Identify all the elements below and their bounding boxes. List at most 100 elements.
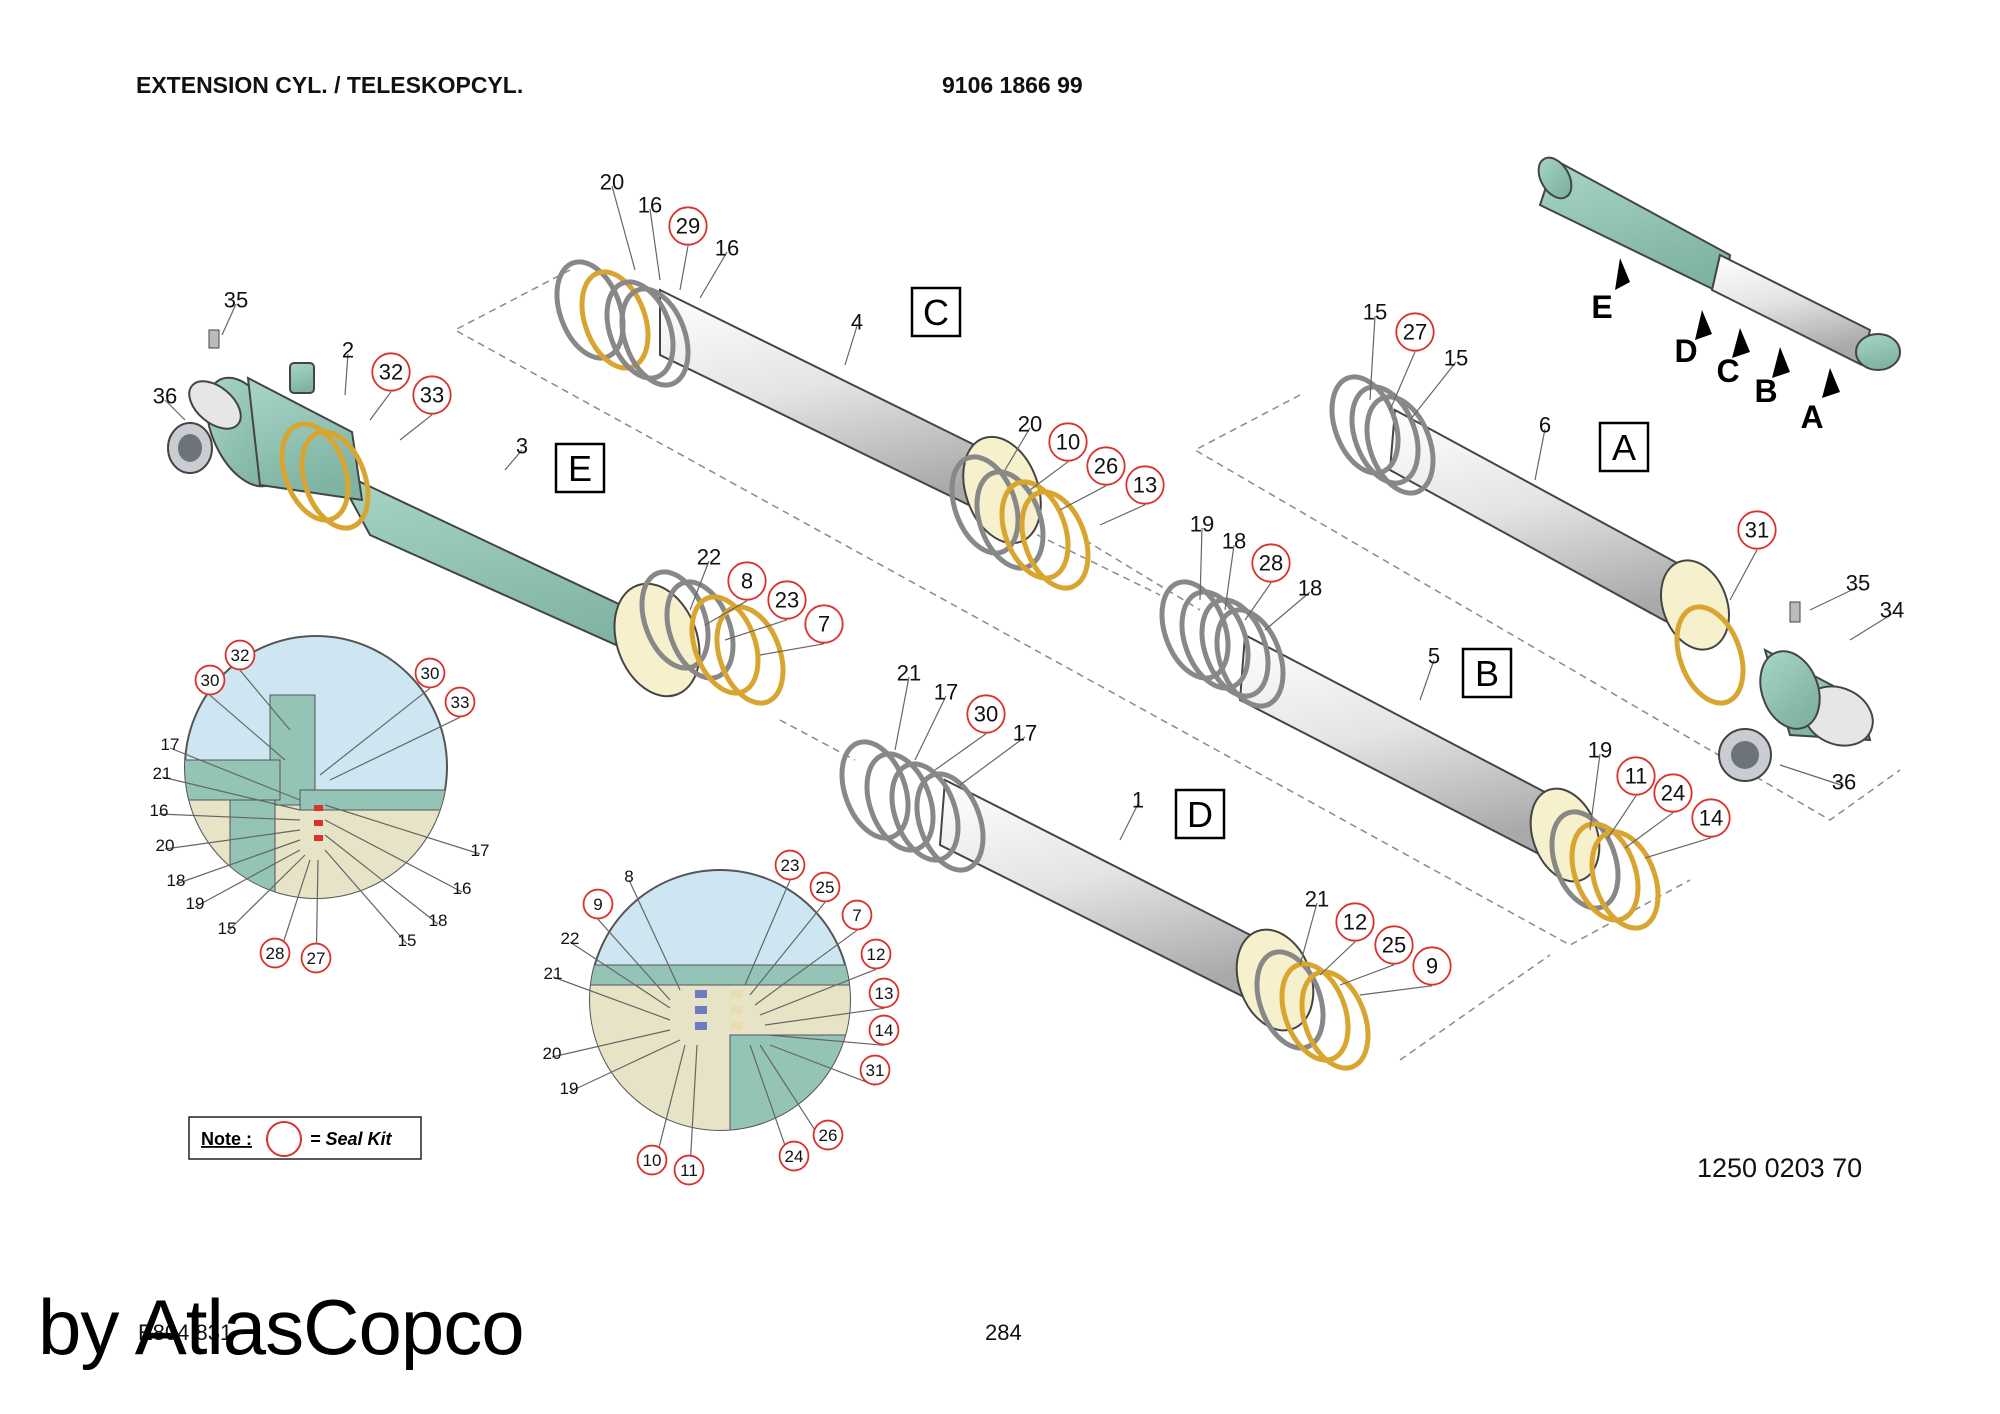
callout-number: 18 bbox=[167, 871, 186, 890]
callout-16: 16 bbox=[324, 819, 472, 898]
callout-28: 28 bbox=[1244, 543, 1291, 621]
callout-number: 23 bbox=[775, 588, 799, 613]
callout-35: 35 bbox=[1809, 571, 1870, 611]
callout-number: 11 bbox=[680, 1161, 698, 1180]
callout-36: 36 bbox=[1779, 764, 1856, 795]
callout-29: 29 bbox=[668, 206, 708, 291]
callout-number: 19 bbox=[1588, 738, 1612, 763]
ring bbox=[839, 739, 911, 841]
callout-number: 21 bbox=[544, 964, 563, 983]
callout-20: 20 bbox=[600, 170, 636, 271]
ring bbox=[999, 479, 1071, 581]
callout-22: 22 bbox=[689, 545, 721, 611]
callout-number: 18 bbox=[429, 911, 448, 930]
ring bbox=[889, 761, 961, 863]
ring bbox=[554, 259, 626, 361]
bushing-36-right bbox=[1718, 728, 1772, 782]
ring bbox=[1589, 829, 1661, 931]
callout-number: 24 bbox=[1661, 781, 1685, 806]
brand-watermark: by AtlasCopco bbox=[38, 1283, 525, 1371]
callout-20: 20 bbox=[543, 1029, 671, 1063]
callout-2: 2 bbox=[342, 338, 354, 396]
callout-6: 6 bbox=[1534, 413, 1551, 481]
tube-5 bbox=[1238, 633, 1601, 883]
overview-cylinder bbox=[1537, 156, 1901, 371]
callout-number: 27 bbox=[1403, 320, 1427, 345]
callout-number: 30 bbox=[974, 702, 998, 727]
ring bbox=[619, 286, 691, 388]
ring bbox=[1299, 969, 1371, 1071]
callout-number: 6 bbox=[1539, 413, 1551, 438]
ring bbox=[974, 469, 1046, 571]
ring bbox=[949, 454, 1021, 556]
stage-box bbox=[910, 286, 962, 338]
ring bbox=[639, 569, 711, 671]
callout-23: 23 bbox=[724, 580, 807, 641]
callout-number: 13 bbox=[875, 984, 894, 1003]
stage-label: D bbox=[1187, 794, 1213, 835]
callout-number: 21 bbox=[897, 661, 921, 686]
callout-18: 18 bbox=[324, 834, 448, 930]
ring bbox=[279, 421, 351, 523]
callout-number: 31 bbox=[866, 1061, 885, 1080]
callout-5: 5 bbox=[1419, 644, 1440, 701]
callout-25: 25 bbox=[749, 871, 841, 996]
callout-number: 27 bbox=[307, 949, 326, 968]
callout-8: 8 bbox=[624, 867, 681, 991]
overview-stage-label: D bbox=[1674, 333, 1697, 369]
callout-number: 5 bbox=[1428, 644, 1440, 669]
callout-number: 15 bbox=[398, 931, 417, 950]
callout-number: 30 bbox=[201, 671, 220, 690]
callout-number: 35 bbox=[224, 288, 248, 313]
overview-stage-label: B bbox=[1754, 373, 1777, 409]
callout-number: 18 bbox=[1222, 529, 1246, 554]
ring bbox=[1364, 394, 1436, 496]
callout-13: 13 bbox=[764, 977, 900, 1026]
page-number: 284 bbox=[985, 1320, 1022, 1345]
callout-24: 24 bbox=[749, 1044, 810, 1172]
ring bbox=[1199, 597, 1271, 699]
callout-number: 16 bbox=[638, 193, 662, 218]
callout-number: 19 bbox=[186, 894, 205, 913]
callout-number: 20 bbox=[543, 1044, 562, 1063]
callout-11: 11 bbox=[673, 1044, 705, 1186]
callout-number: 8 bbox=[741, 569, 753, 594]
callout-number: 20 bbox=[1018, 412, 1042, 437]
stage-label: C bbox=[923, 292, 949, 333]
callout-number: 21 bbox=[1305, 887, 1329, 912]
callout-number: 11 bbox=[1625, 764, 1648, 789]
callout-number: 4 bbox=[851, 310, 863, 335]
overview-stage-label: C bbox=[1716, 353, 1739, 389]
ring bbox=[1254, 949, 1326, 1051]
callout-4: 4 bbox=[844, 310, 863, 366]
callout-21: 21 bbox=[544, 964, 671, 1021]
ring bbox=[1569, 821, 1641, 923]
overview-stage-label: E bbox=[1591, 289, 1612, 325]
callout-number: 22 bbox=[561, 929, 580, 948]
callout-15: 15 bbox=[1363, 300, 1387, 401]
ring bbox=[1279, 961, 1351, 1063]
callout-number: 12 bbox=[867, 945, 886, 964]
document-code: E804 831 bbox=[138, 1320, 233, 1345]
ring bbox=[579, 269, 651, 371]
callout-number: 26 bbox=[1094, 454, 1118, 479]
callout-number: 23 bbox=[781, 856, 800, 875]
drawing-number: 1250 0203 70 bbox=[1697, 1153, 1863, 1183]
callout-number: 19 bbox=[560, 1079, 579, 1098]
callout-31: 31 bbox=[769, 1044, 891, 1086]
callout-number: 16 bbox=[453, 879, 472, 898]
callout-14: 14 bbox=[1644, 798, 1731, 859]
callout-number: 15 bbox=[218, 919, 237, 938]
callout-17: 17 bbox=[324, 804, 490, 860]
callout-number: 17 bbox=[471, 841, 490, 860]
piston-rod-eye-34 bbox=[1759, 601, 1874, 747]
callout-10: 10 bbox=[1029, 422, 1088, 491]
bushing-36-left bbox=[167, 422, 213, 474]
callout-21: 21 bbox=[153, 764, 301, 811]
callout-30: 30 bbox=[319, 657, 446, 776]
callout-number: 10 bbox=[643, 1151, 662, 1170]
callout-number: 14 bbox=[1699, 806, 1723, 831]
stage-box bbox=[1461, 647, 1513, 699]
callout-7: 7 bbox=[754, 899, 873, 1006]
